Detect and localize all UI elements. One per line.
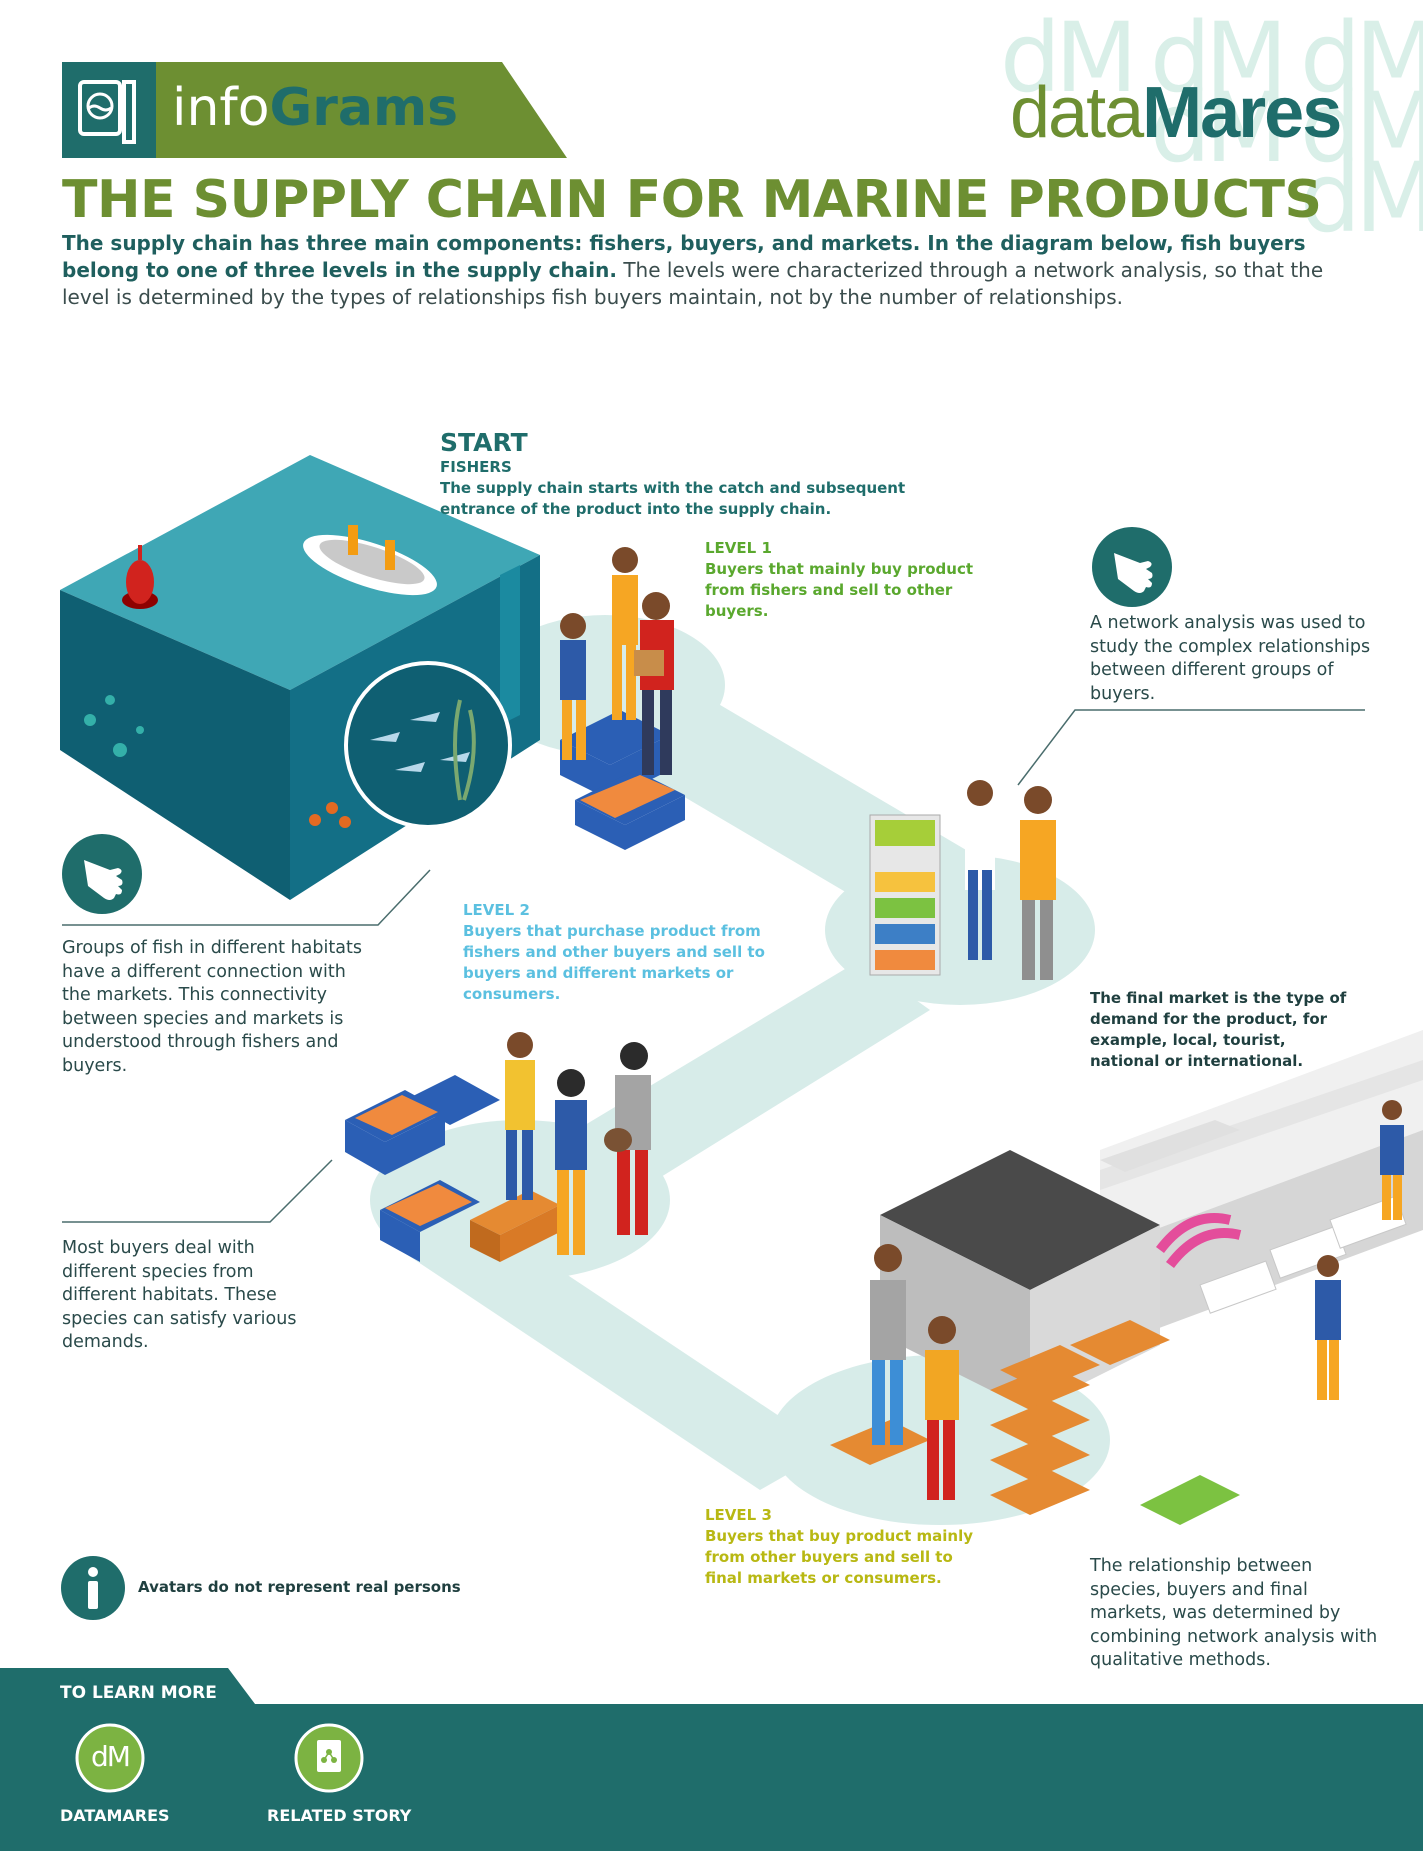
network-note: A network analysis was used to study the… [1090, 613, 1371, 704]
banner-bold: Grams [269, 78, 459, 138]
document-icon [294, 1723, 364, 1793]
level2-label: LEVEL 2 [463, 901, 530, 919]
related-story-label: RELATED STORY [267, 1806, 412, 1825]
watermark-1: dM [1000, 2, 1138, 114]
level3-label: LEVEL 3 [705, 1506, 772, 1524]
level2-group [345, 1032, 651, 1262]
start-heading: START [440, 428, 528, 457]
level1-label: LEVEL 1 [705, 539, 772, 557]
start-subheading: FISHERS [440, 458, 512, 476]
footer-tab-shape [0, 1668, 258, 1708]
footer-heading: TO LEARN MORE [60, 1683, 217, 1703]
related-story-button[interactable]: RELATED STORY [267, 1722, 427, 1825]
pointing-hand-icon [1092, 527, 1172, 607]
watermark-2: dM [1150, 2, 1288, 114]
intro-bold: The supply chain has three main componen… [62, 231, 1306, 282]
start-block: START FISHERS The supply chain starts wi… [440, 428, 940, 520]
level2-block: LEVEL 2 Buyers that purchase product fro… [463, 900, 783, 1005]
level2-text: Buyers that purchase product from fisher… [463, 922, 765, 1003]
avatars-disclaimer: Avatars do not represent real persons [138, 1578, 461, 1596]
datamares-icon [75, 1723, 145, 1793]
level1-block: LEVEL 1 Buyers that mainly buy product f… [705, 538, 995, 622]
datamares-button[interactable]: dM DATAMARES [60, 1722, 180, 1825]
datamares-label: DATAMARES [60, 1806, 170, 1825]
watermark-5: dM [1300, 72, 1423, 184]
buoy-icon [122, 545, 158, 609]
level1-text: Buyers that mainly buy product from fish… [705, 560, 974, 620]
level3-block: LEVEL 3 Buyers that buy product mainly f… [705, 1505, 995, 1589]
fish-lens [344, 661, 512, 829]
pointing-hand-icon-2 [62, 834, 142, 914]
watermark-4: dM [1150, 72, 1288, 184]
level1-group [560, 547, 685, 850]
bubbles [84, 695, 144, 757]
footer [0, 1704, 1423, 1851]
processing-facility [830, 1030, 1423, 1525]
page-title: THE SUPPLY CHAIN FOR MARINE PRODUCTS [62, 170, 1322, 230]
brand-area: dM dM dM dM dM dM dataMares [1000, 2, 1423, 246]
habitats-note: Groups of fish in different habitats hav… [62, 938, 362, 1076]
relationship-note: The relationship between species, buyers… [1090, 1556, 1378, 1670]
intro-paragraph: The supply chain has three main componen… [62, 230, 1362, 311]
start-text: The supply chain starts with the catch a… [440, 479, 906, 518]
banner-title: infoGrams [172, 78, 458, 138]
species-note: Most buyers deal with different species … [62, 1238, 297, 1352]
infograms-banner [62, 62, 567, 158]
watermark-3: dM [1300, 2, 1423, 114]
boat-icon [303, 525, 437, 596]
banner-prefix: info [172, 78, 270, 138]
infograms-logo-icon [78, 80, 136, 144]
datamares-logo: dataMares [1010, 72, 1342, 154]
level3-text: Buyers that buy product mainly from othe… [705, 1527, 974, 1587]
intro-regular: The levels were characterized through a … [62, 258, 1324, 309]
brand-prefix: data [1010, 73, 1144, 153]
info-icon [61, 1556, 125, 1620]
crabs [309, 802, 351, 828]
datamares-icon-text: dM [91, 1740, 131, 1773]
trolley-group [869, 780, 1056, 980]
brand-bold: Mares [1142, 73, 1342, 153]
ocean-cube [60, 455, 540, 900]
watermark-6: dM [1300, 142, 1423, 254]
supply-chain-illustration [60, 455, 1423, 1525]
final-market-note: The final market is the type of demand f… [1090, 989, 1347, 1070]
leader-lines [62, 709, 1365, 1223]
